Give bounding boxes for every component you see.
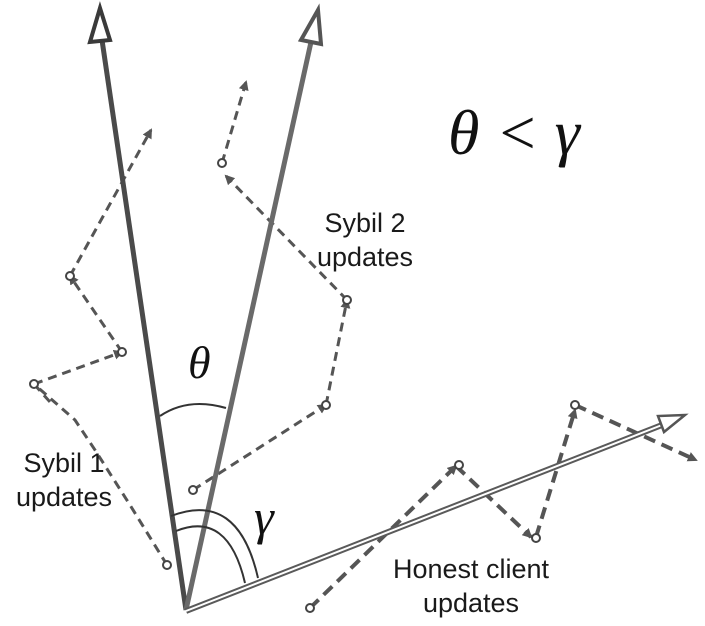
gamma-angle-arc-outer	[170, 509, 259, 579]
sybil1-update-points	[29, 271, 172, 570]
sybil1-vector-arrowhead	[87, 1, 113, 45]
sybil1-vector-arrow	[99, 39, 189, 611]
sybil2-vector-arrow	[183, 41, 314, 611]
sybil2-update-path	[192, 80, 351, 492]
honest-update-points	[305, 400, 580, 613]
sybil2-vector-arrowhead	[297, 3, 324, 47]
sybil2-update-points	[188, 158, 352, 495]
sybil1-update-path	[32, 128, 169, 566]
sybil2-label: Sybil 2 updates	[316, 208, 414, 272]
theta-angle-arc	[159, 403, 227, 417]
gamma-angle-arc-inner	[175, 525, 246, 584]
theta-less-than-gamma-relation: θ < γ	[448, 97, 580, 168]
honest-client-label: Honest client updates	[392, 554, 550, 618]
gamma-symbol: γ	[254, 489, 274, 545]
honest-vector-arrowhead	[656, 413, 689, 435]
sybil1-label: Sybil 1 updates	[15, 448, 113, 512]
theta-symbol: θ	[188, 337, 211, 388]
